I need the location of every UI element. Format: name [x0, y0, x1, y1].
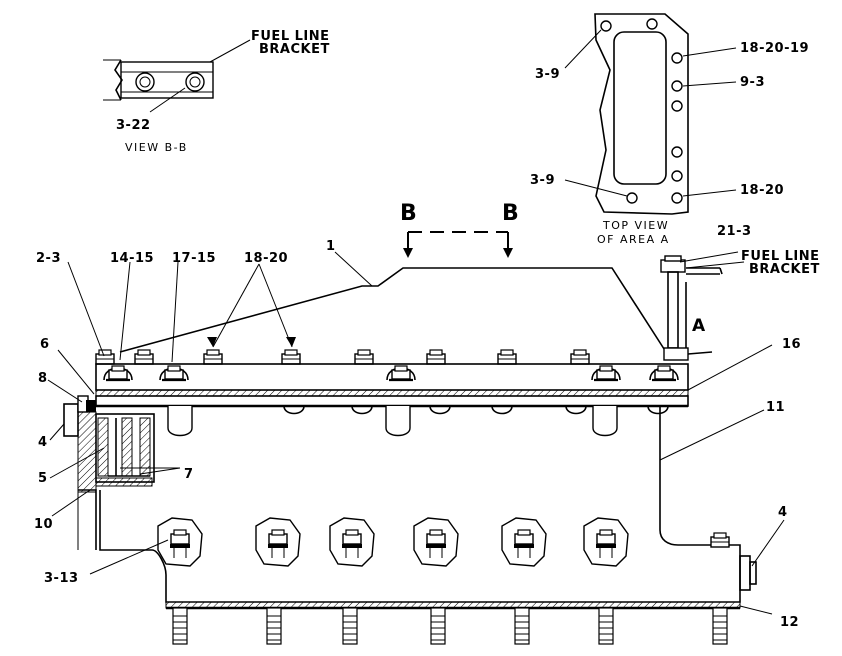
callout-5: 5	[38, 471, 48, 486]
top-bolts-row	[95, 349, 590, 365]
fuel-line-bracket-label-top-1: FUEL LINE	[251, 29, 330, 44]
callout-2-3: 2-3	[36, 251, 61, 266]
callout-16: 16	[782, 337, 801, 352]
view-b-b	[103, 39, 251, 113]
leader-lines	[47, 251, 785, 615]
callout-4-right: 4	[778, 505, 788, 520]
callout-4-left: 4	[38, 435, 48, 450]
top-view-caption-2: OF AREA A	[597, 233, 670, 246]
fuel-line-bracket-label-top-2: BRACKET	[259, 42, 330, 57]
view-b-b-caption: VIEW B-B	[125, 141, 188, 154]
area-a-label: A	[692, 316, 706, 336]
section-marker-b-b	[403, 231, 513, 258]
cup-bolts-row	[102, 364, 680, 382]
callout-10: 10	[34, 517, 53, 532]
callout-3-9-lower: 3-9	[530, 173, 555, 188]
callout-3-13: 3-13	[44, 571, 79, 586]
flange-lobes	[167, 405, 669, 437]
callout-12: 12	[780, 615, 799, 630]
callout-9-3: 9-3	[740, 75, 765, 90]
callout-21-3: 21-3	[717, 224, 752, 239]
callout-6: 6	[40, 337, 50, 352]
callout-1: 1	[326, 239, 336, 254]
top-view-caption-1: TOP VIEW	[602, 219, 669, 232]
callout-18-20-19: 18-20-19	[740, 41, 809, 56]
lower-bolt-pockets	[157, 517, 730, 567]
callout-14-15: 14-15	[110, 251, 154, 266]
left-side-assembly	[63, 395, 155, 550]
callout-18-20-top-view: 18-20	[740, 183, 784, 198]
callout-3-9-upper: 3-9	[535, 67, 560, 82]
callout-18-20: 18-20	[244, 251, 288, 266]
callout-11: 11	[766, 400, 785, 415]
callout-7: 7	[184, 467, 194, 482]
bottom-studs	[172, 607, 728, 645]
main-housing	[99, 406, 741, 610]
section-label-b-left: B	[400, 201, 417, 226]
top-view-area-a	[564, 13, 737, 215]
section-label-b-right: B	[502, 201, 519, 226]
callout-3-22: 3-22	[116, 118, 151, 133]
fuel-line-bracket-right	[660, 251, 745, 361]
fuel-line-bracket-label-right-2: BRACKET	[749, 262, 820, 277]
fuel-line-bracket-label-right-1: FUEL LINE	[741, 249, 820, 264]
callout-8: 8	[38, 371, 48, 386]
side-plug-right	[739, 555, 757, 591]
cover-outline	[119, 267, 667, 353]
callout-17-15: 17-15	[172, 251, 216, 266]
